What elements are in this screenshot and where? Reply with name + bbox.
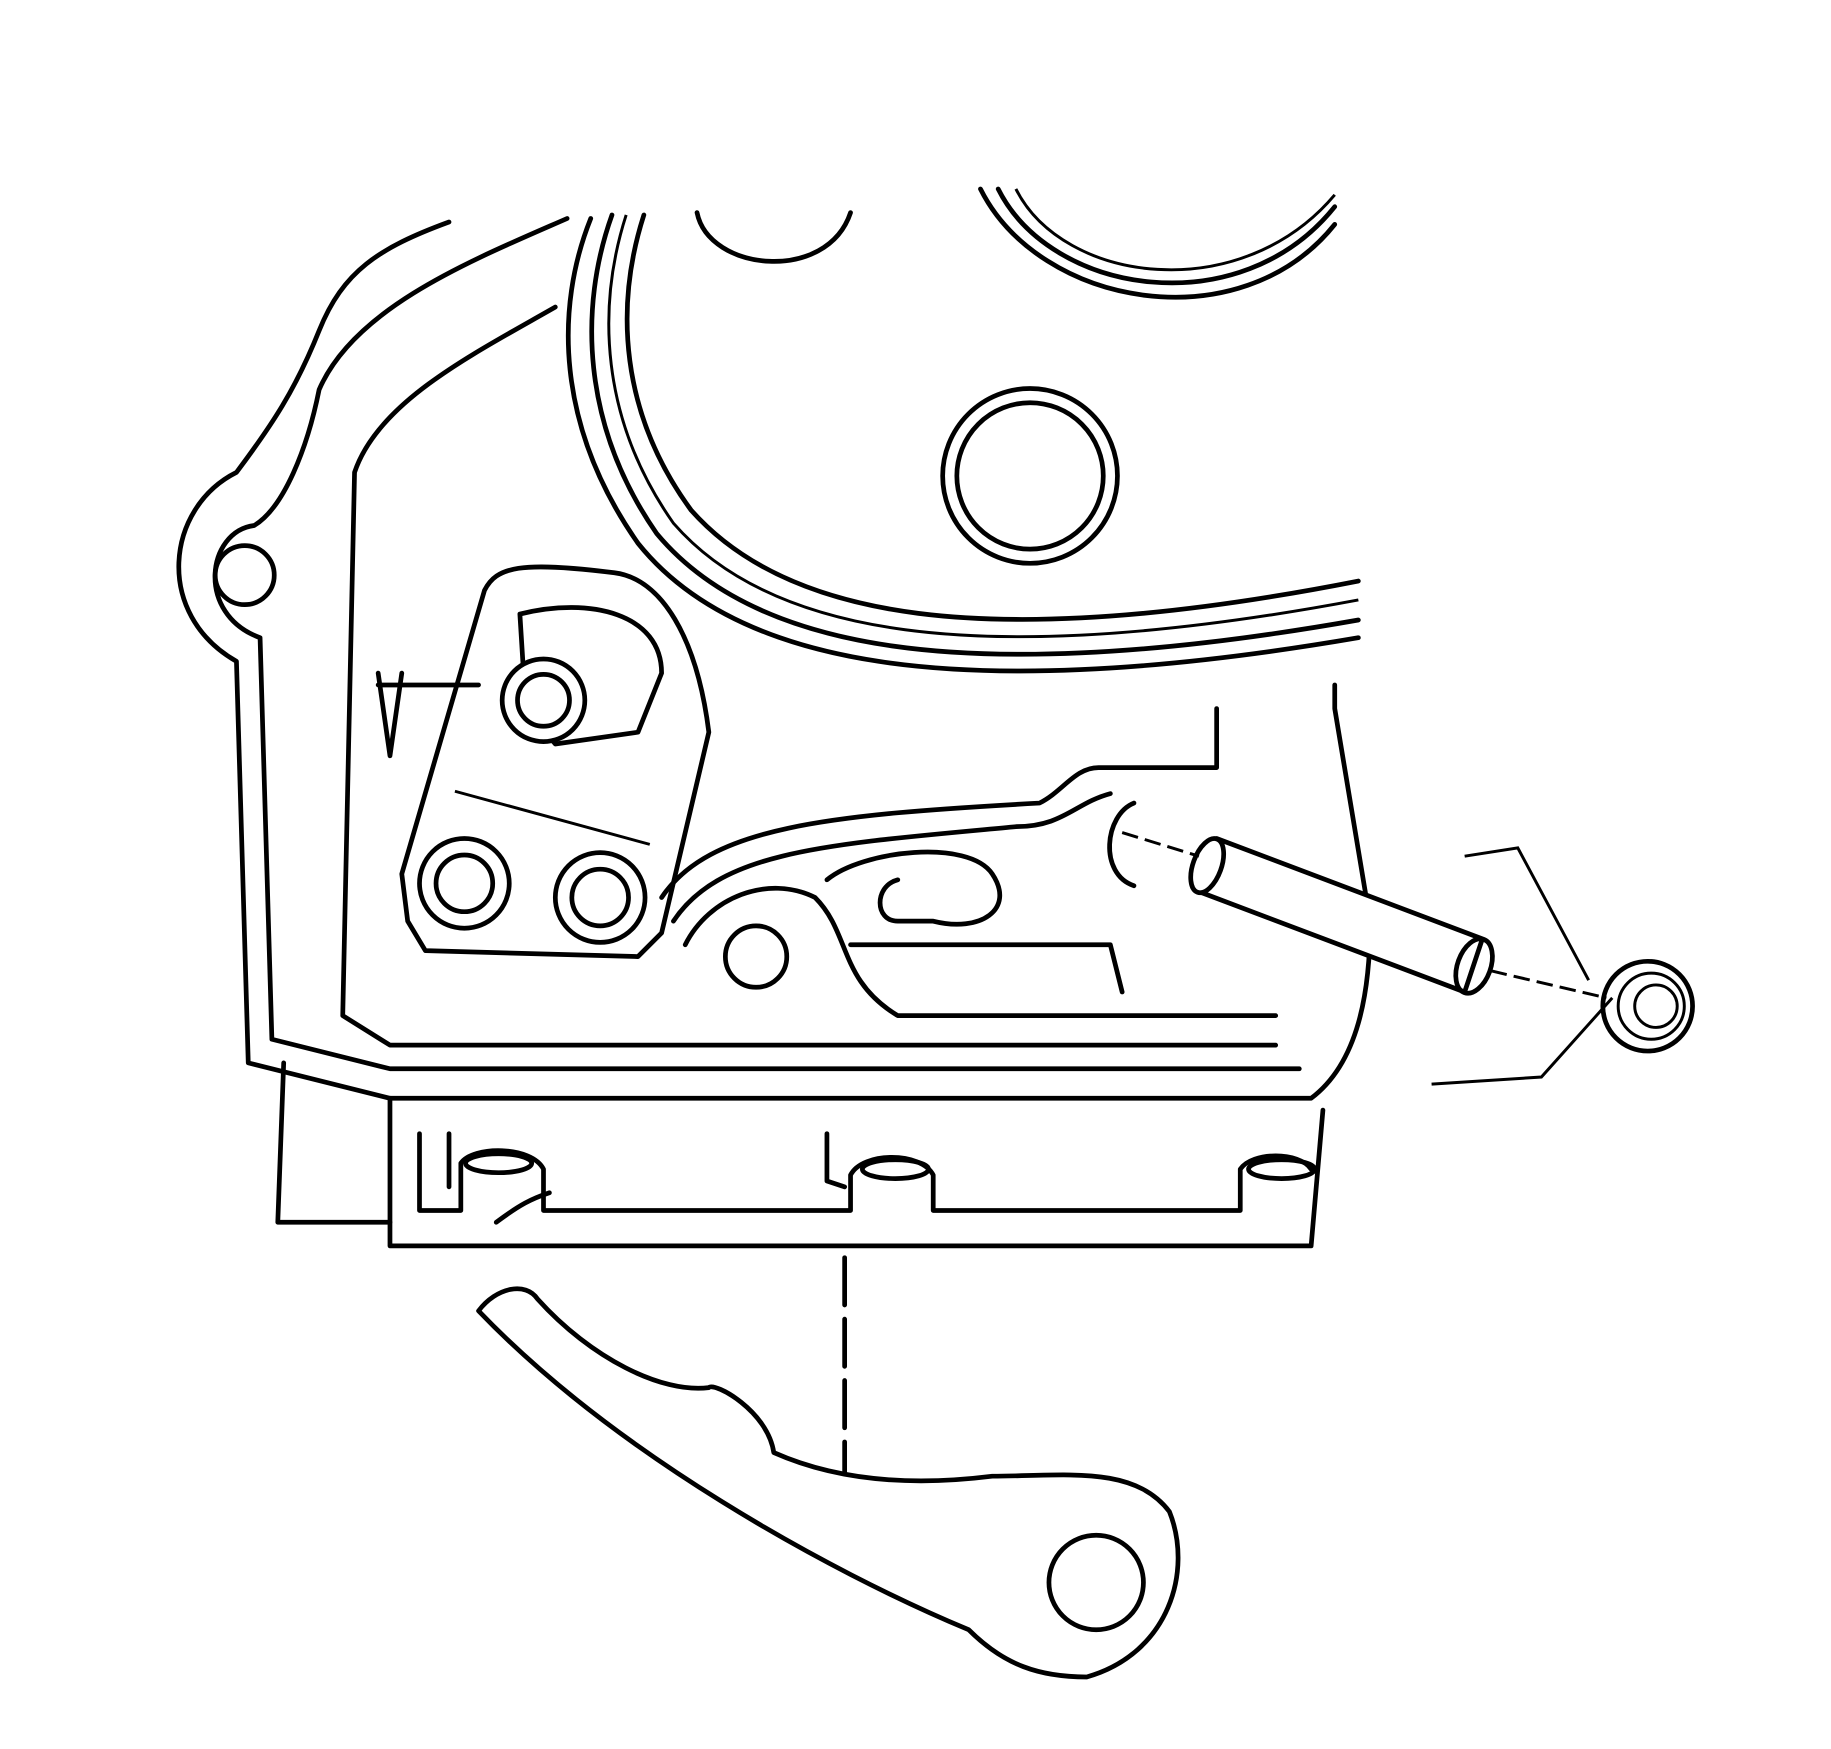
spring-pin: [1121, 831, 1607, 1000]
round-plug: [940, 386, 1120, 566]
torsion-spring: [1431, 846, 1695, 1086]
gear-ring: [565, 186, 1361, 674]
manual-lever: [476, 1255, 1181, 1680]
case-housing: [176, 216, 1373, 1249]
bolt-left: [417, 836, 512, 931]
detent-lever: [659, 706, 1279, 1018]
bolt-top: [499, 656, 588, 745]
bolt-right: [552, 850, 648, 945]
